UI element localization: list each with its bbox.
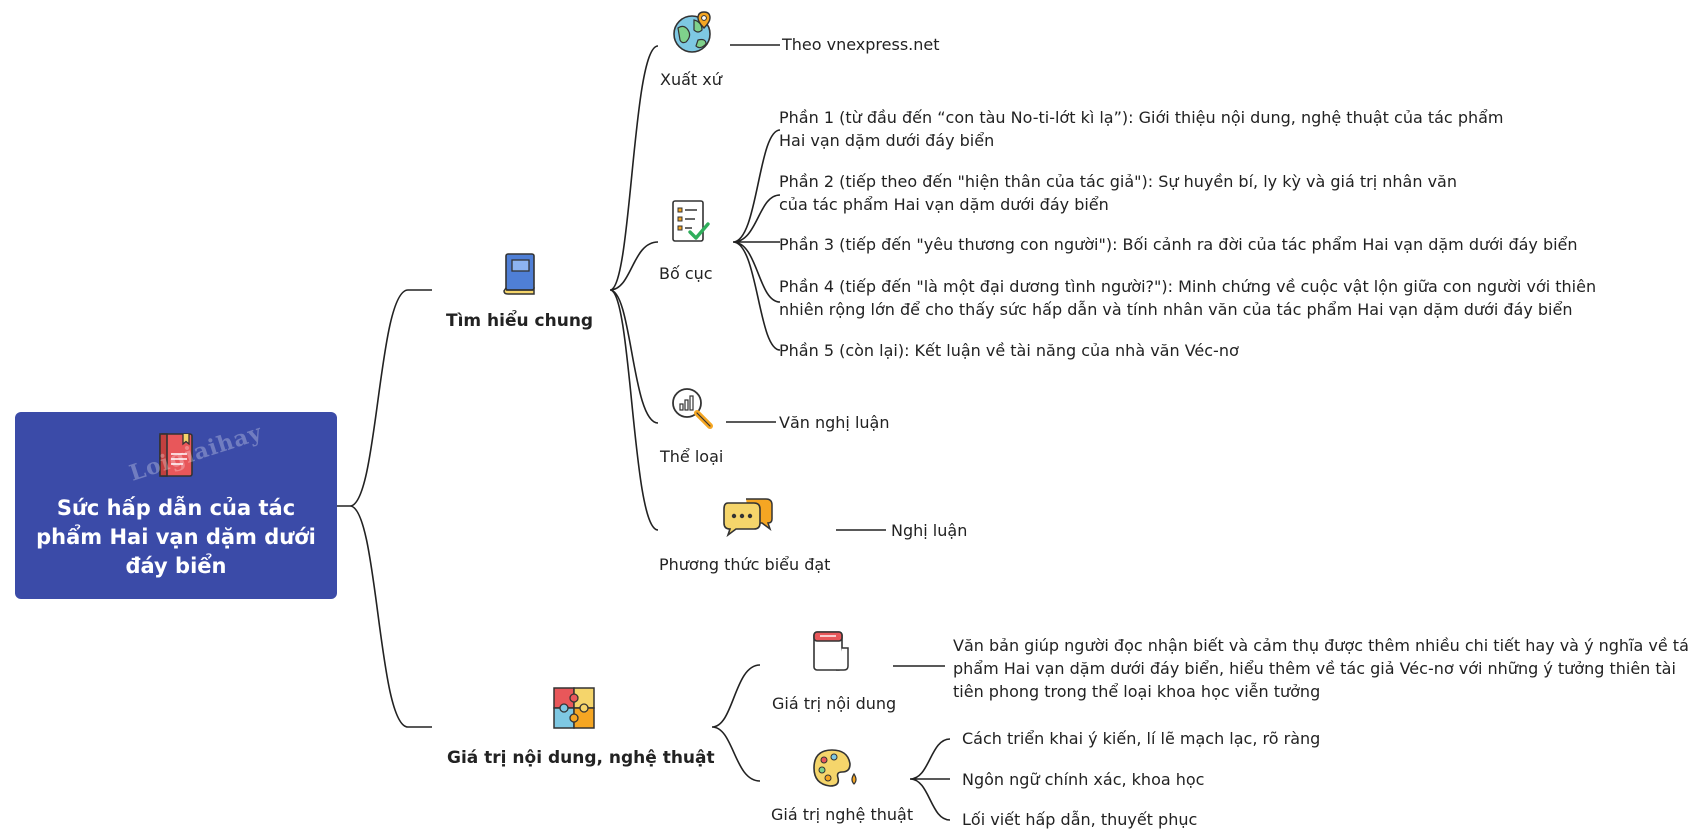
node-phuong-thuc-bieu-dat[interactable]: Phương thức biểu đạt [659,555,831,574]
node-the-loai[interactable]: Thể loại [660,447,724,466]
detail-gia-tri-noi-dung-line-1: Văn bản giúp người đọc nhận biết và cảm … [953,636,1688,655]
root-title: Sức hấp dẫn của tác phẩm Hai vạn dặm dướ… [36,496,316,578]
watermark: Loigiaihay [126,419,266,487]
connector-root-branches [337,289,432,728]
branch-tim-hieu-chung[interactable]: Tìm hiểu chung [446,311,594,331]
detail-gia-tri-nghe-thuat-3: Lối viết hấp dẫn, thuyết phục [962,810,1198,829]
palette-icon [812,748,858,792]
blue-book-icon [500,252,540,302]
book-icon [157,432,195,482]
connector-bo-cuc [732,129,781,351]
notebook-icon [810,628,852,678]
detail-gia-tri-noi-dung-line-3: tiên phong trong thể loại khoa học viễn … [953,682,1321,701]
connector-gia-tri [711,664,761,782]
detail-gia-tri-noi-dung-line-2: phẩm Hai vạn dặm dưới đáy biển, hiểu thê… [953,659,1676,678]
detail-bo-cuc-phan-1-line-2: Hai vạn dặm dưới đáy biển [779,131,995,150]
detail-bo-cuc-phan-2-line-2: của tác phẩm Hai vạn dặm dưới đáy biển [779,195,1109,214]
connector-gia-tri-nghe-thuat [909,738,951,821]
branch-gia-tri-noi-dung-nghe-thuat[interactable]: Giá trị nội dung, nghệ thuật [447,748,715,768]
checklist-icon [670,198,712,248]
detail-bo-cuc-phan-2-line-1: Phần 2 (tiếp theo đến "hiện thân của tác… [779,172,1457,191]
detail-bo-cuc-phan-3: Phần 3 (tiếp đến "yêu thương con người")… [779,235,1578,254]
detail-phuong-thuc-bieu-dat: Nghị luận [891,521,968,540]
detail-bo-cuc-phan-1-line-1: Phần 1 (từ đầu đến “con tàu No-ti-lớt kì… [779,108,1504,127]
detail-xuat-xu: Theo vnexpress.net [782,35,940,54]
node-gia-tri-noi-dung[interactable]: Giá trị nội dung [772,694,897,713]
puzzle-icon [552,686,596,734]
detail-bo-cuc-phan-4-line-2: nhiên rộng lớn để cho thấy sức hấp dẫn v… [779,300,1573,319]
detail-gia-tri-nghe-thuat-2: Ngôn ngữ chính xác, khoa học [962,770,1205,789]
node-bo-cuc[interactable]: Bố cục [659,264,713,283]
detail-bo-cuc-phan-5: Phần 5 (còn lại): Kết luận về tài năng c… [779,341,1239,360]
globe-pin-icon [672,10,716,58]
node-gia-tri-nghe-thuat[interactable]: Giá trị nghệ thuật [771,805,914,824]
root-node[interactable]: Loigiaihay Sức hấp dẫn của tác phẩm Hai … [15,412,337,599]
node-xuat-xu[interactable]: Xuất xứ [660,70,722,89]
magnifier-chart-icon [670,386,714,434]
connector-tim-hieu-chung [609,45,659,531]
detail-gia-tri-nghe-thuat-1: Cách triển khai ý kiến, lí lẽ mạch lạc, … [962,729,1321,748]
speech-bubbles-icon [722,493,774,541]
detail-bo-cuc-phan-4-line-1: Phần 4 (tiếp đến "là một đại dương tình … [779,277,1597,296]
detail-the-loai: Văn nghị luận [779,413,890,432]
